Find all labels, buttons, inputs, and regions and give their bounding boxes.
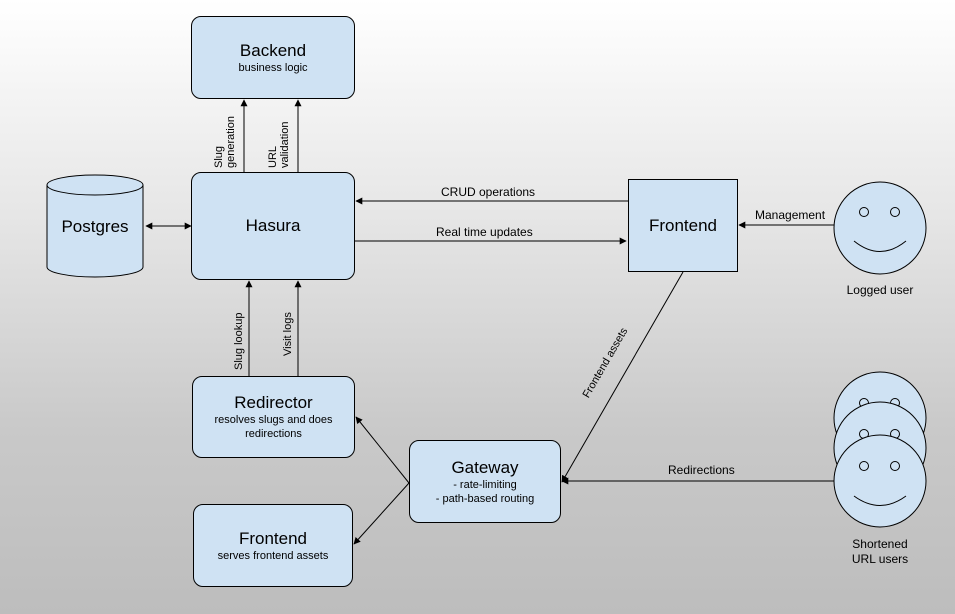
gateway-redirector-edge	[355, 416, 410, 484]
backend-node: Backend business logic	[191, 16, 355, 99]
frontend-app-title: Frontend	[648, 215, 718, 235]
logged-user-label: Logged user	[846, 283, 914, 297]
gateway-line2: - path-based routing	[435, 492, 535, 505]
postgres-title: Postgres	[61, 217, 129, 236]
frontend-assets-title: Frontend	[238, 528, 308, 548]
postgres-cylinder	[46, 174, 144, 278]
url-validation-label: URL validation	[267, 121, 291, 168]
frontend-app-node: Frontend	[628, 179, 738, 272]
hasura-title: Hasura	[245, 216, 301, 235]
shortened-url-users-icon	[833, 371, 927, 528]
gateway-node: Gateway - rate-limiting - path-based rou…	[409, 440, 561, 523]
slug-lookup-label: Slug lookup	[233, 312, 245, 371]
realtime-label: Real time updates	[436, 225, 533, 239]
logged-user-icon	[833, 181, 927, 275]
redirector-node: Redirector resolves slugs and does redir…	[192, 376, 355, 458]
gateway-title: Gateway	[451, 457, 519, 477]
visit-logs-label: Visit logs	[282, 312, 294, 356]
frontend-assets-edge	[561, 271, 684, 483]
shortened-users-label-2: URL users	[851, 552, 909, 566]
hasura-node: Hasura	[191, 172, 355, 280]
frontend-assets-node: Frontend serves frontend assets	[193, 504, 353, 587]
redirections-label: Redirections	[668, 463, 735, 477]
redirector-subtitle: resolves slugs and does redirections	[214, 414, 333, 440]
slug-generation-label: Slug generation	[213, 116, 237, 168]
redirector-title: Redirector	[234, 393, 313, 412]
backend-subtitle: business logic	[238, 61, 308, 74]
shortened-users-label-1: Shortened	[852, 537, 908, 551]
gateway-line1: - rate-limiting	[453, 478, 517, 491]
gateway-frontend-edge	[353, 482, 410, 545]
crud-label: CRUD operations	[441, 185, 536, 199]
backend-title: Backend	[239, 40, 307, 60]
postgres-node: Postgres	[47, 197, 143, 257]
frontend-assets-subtitle: serves frontend assets	[217, 549, 329, 562]
management-label: Management	[755, 208, 826, 222]
